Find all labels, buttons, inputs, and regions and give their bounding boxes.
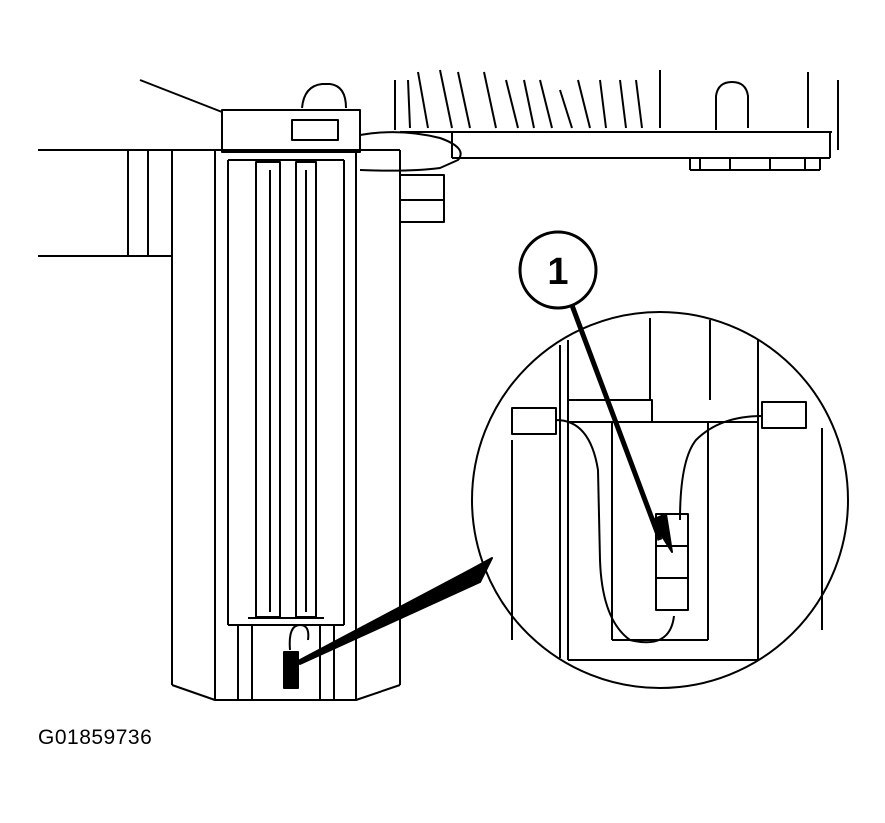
- detail-view: [471, 311, 849, 689]
- figure-id: G01859736: [38, 726, 153, 749]
- resistor-housing: [171, 149, 445, 701]
- thermal-fuse: [655, 513, 689, 611]
- callout-number: 1: [547, 251, 568, 293]
- blower-housing: [139, 69, 839, 172]
- detail-leader: [299, 557, 493, 665]
- thermal-fuse-small: [283, 651, 299, 689]
- duct-lines: [38, 149, 228, 257]
- callout-1: 1: [518, 230, 673, 553]
- resistor-card: [248, 161, 324, 689]
